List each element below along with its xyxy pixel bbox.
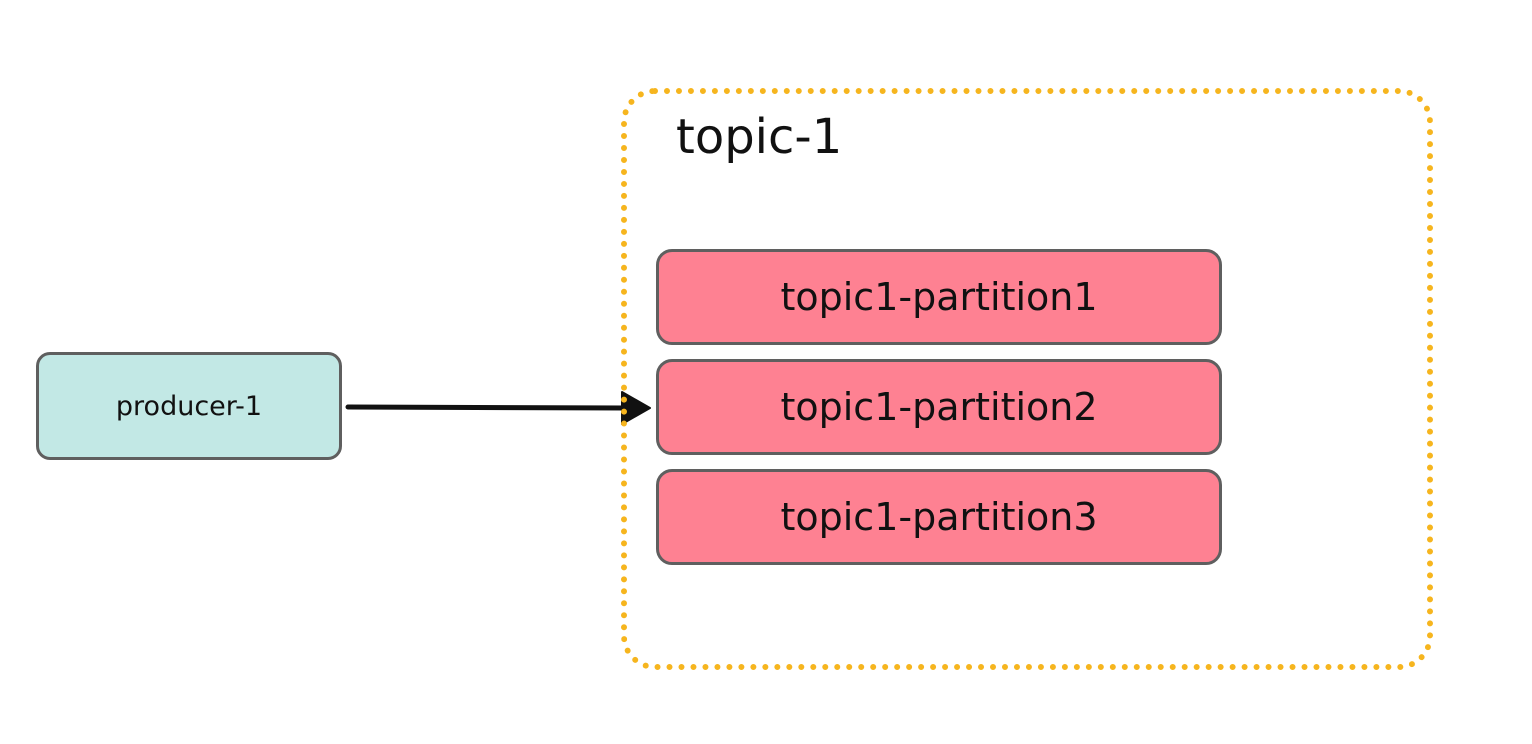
topic-title: topic-1 (676, 109, 843, 165)
partition-1-label: topic1-partition1 (780, 275, 1098, 319)
producer-node: producer-1 (36, 352, 342, 460)
partition-1: topic1-partition1 (656, 249, 1222, 345)
partition-2: topic1-partition2 (656, 359, 1222, 455)
producer-label: producer-1 (115, 390, 263, 422)
partition-3: topic1-partition3 (656, 469, 1222, 565)
arrow-shaft (345, 404, 629, 411)
topic-container (621, 88, 1433, 670)
partition-3-label: topic1-partition3 (780, 495, 1098, 539)
partition-2-label: topic1-partition2 (780, 385, 1098, 429)
